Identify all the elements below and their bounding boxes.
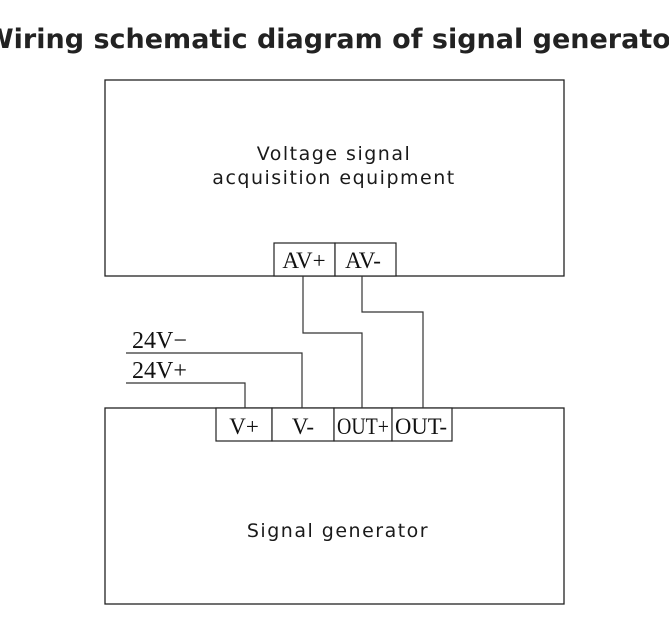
- terminal-v-plus: [215, 407, 273, 442]
- terminal-v-plus-label: V+: [229, 414, 259, 439]
- signal-generator-label: Signal generator: [247, 520, 429, 542]
- wire-24v-plus: [126, 382, 246, 408]
- terminal-out-minus-label: OUT-: [395, 414, 447, 439]
- supply-24v-minus-label: 24V−: [132, 328, 187, 354]
- wire-24v-minus: [126, 352, 303, 408]
- terminal-out-plus-label: OUT+: [337, 414, 389, 439]
- terminal-out-minus: [391, 407, 453, 442]
- terminal-av-plus-label: AV+: [282, 248, 325, 273]
- diagram-title: Wiring schematic diagram of signal gener…: [0, 24, 669, 55]
- terminal-av-minus-label: AV-: [345, 248, 381, 273]
- wire-av-minus-to-out-minus: [361, 276, 424, 408]
- terminal-v-minus-label: V-: [292, 414, 314, 439]
- wire-av-plus-to-out-plus: [302, 276, 363, 408]
- terminal-v-minus: [271, 407, 335, 442]
- supply-24v-plus-label: 24V+: [132, 358, 187, 384]
- terminal-out-plus: [333, 407, 393, 442]
- acquisition-label-line1: Voltage signal: [257, 143, 412, 165]
- terminal-av-minus: [334, 242, 397, 277]
- terminal-av-plus: [273, 242, 336, 277]
- acquisition-label-line2: acquisition equipment: [212, 167, 455, 189]
